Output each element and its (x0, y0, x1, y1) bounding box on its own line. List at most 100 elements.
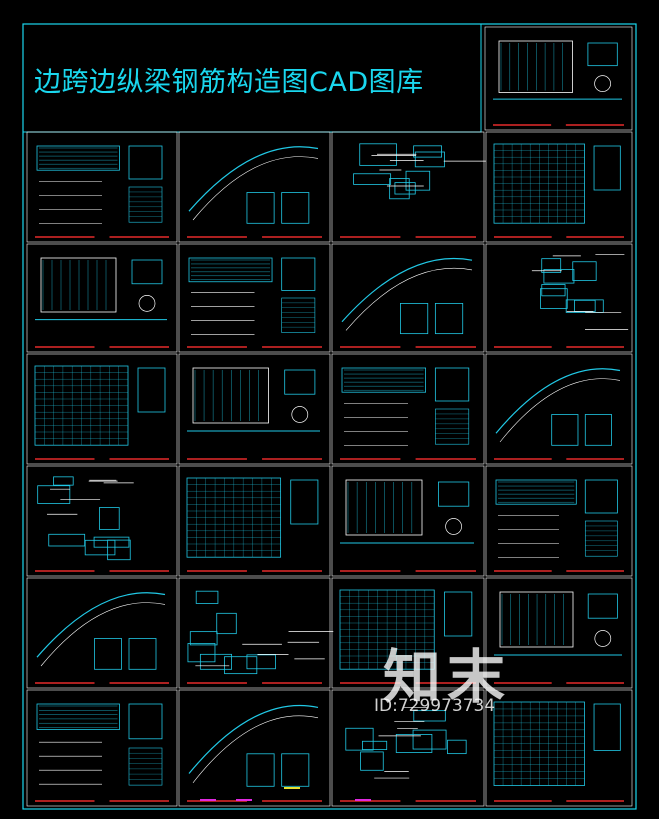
elevation-15 (495, 479, 577, 505)
detail-box2-11 (584, 414, 612, 446)
watermark-logo: 知末 (383, 643, 512, 711)
circle-detail-9 (291, 406, 309, 423)
detail-2-0 (394, 182, 416, 195)
detail-17-3 (195, 590, 219, 604)
sheet-frame-11 (485, 353, 633, 465)
pier-4 (40, 257, 117, 313)
circle-detail-4 (138, 295, 156, 312)
side-detail-9 (284, 369, 316, 395)
sheet-frame-5 (178, 243, 331, 353)
sheet-frame-4 (26, 243, 178, 353)
detail-2-3 (413, 145, 443, 158)
detail-17-6 (199, 653, 232, 670)
side-table-23 (593, 703, 621, 751)
sheet-frame-23 (485, 689, 633, 807)
detail-22-3 (413, 710, 446, 722)
detail-box-1 (246, 192, 275, 224)
sheet-frame-14 (331, 465, 485, 577)
detail-17-5 (246, 654, 276, 670)
pier-9 (192, 367, 269, 424)
detail-box2-6 (434, 302, 464, 335)
curved-beam2-1 (192, 156, 319, 221)
curved-beam2-6 (345, 267, 473, 331)
detail-22-6 (360, 751, 384, 771)
curved-beam-11 (495, 368, 621, 434)
sheet-frame-15 (485, 465, 633, 577)
section-0 (128, 145, 163, 180)
circle-detail-14 (445, 518, 462, 535)
detail-12-2 (48, 533, 86, 547)
curved-beam2-16 (40, 602, 166, 667)
detail-17-0 (187, 643, 216, 663)
sheet-title: 边跨边纵梁钢筋构造图CAD图库 (34, 67, 424, 98)
sheet-frame-3 (485, 131, 633, 243)
sheet-frame-13 (178, 465, 331, 577)
sheet-frame-16 (26, 577, 178, 689)
curved-beam2-21 (192, 715, 319, 783)
pier-24 (498, 40, 573, 93)
pier-19 (499, 591, 574, 648)
detail-7-1 (574, 299, 596, 312)
detail-7-6 (572, 261, 597, 281)
detail-7-3 (565, 299, 604, 313)
sheet-frame-17 (178, 577, 331, 689)
elevation-5 (188, 257, 273, 283)
detail-22-4 (362, 740, 388, 750)
sheet-frame-0 (26, 131, 178, 243)
curved-beam-6 (341, 257, 473, 323)
sheet-frame-18 (331, 577, 485, 689)
watermark-id: ID:729973734 (374, 696, 496, 716)
table-15 (584, 520, 618, 557)
sheet-frame-22 (331, 689, 485, 807)
side-table-18 (444, 591, 473, 637)
section-10 (434, 367, 470, 402)
section-5 (281, 257, 316, 291)
detail-box-6 (399, 302, 429, 335)
section-15 (584, 479, 618, 514)
curved-beam2-11 (499, 378, 621, 443)
detail-17-4 (189, 631, 218, 646)
sheet-frame-12 (26, 465, 178, 577)
detail-22-1 (395, 734, 433, 753)
table-0 (128, 186, 163, 223)
detail-7-2 (541, 258, 562, 273)
elevation-20 (36, 703, 120, 730)
detail-2-6 (353, 173, 392, 185)
detail-2-4 (414, 151, 445, 168)
curved-beam-16 (36, 592, 166, 658)
table-5 (281, 297, 316, 333)
outer-frame (22, 23, 637, 810)
detail-7-0 (543, 269, 575, 284)
detail-2-2 (405, 170, 431, 191)
circle-detail-19 (594, 630, 612, 647)
detail-22-0 (412, 729, 447, 750)
sheet-frame-19 (485, 577, 633, 689)
side-detail-24 (587, 42, 618, 67)
detail-box2-1 (281, 192, 310, 224)
detail-box-11 (551, 414, 579, 446)
sheet-frame-24 (484, 26, 633, 131)
detail-12-3 (37, 485, 71, 504)
sheet-frame-2 (331, 131, 485, 243)
detail-22-2 (345, 727, 374, 751)
detail-12-0 (99, 507, 120, 530)
pier-14 (345, 479, 423, 536)
detail-12-6 (93, 536, 130, 548)
detail-box2-16 (128, 638, 157, 670)
table-20 (128, 747, 163, 786)
detail-2-1 (389, 178, 410, 200)
sheet-frame-7 (485, 243, 633, 353)
side-table-8 (137, 367, 166, 413)
section-20 (128, 703, 163, 740)
curved-beam-1 (188, 146, 319, 212)
detail-7-5 (541, 284, 566, 297)
curved-beam-21 (188, 704, 319, 774)
side-table-3 (593, 145, 621, 191)
detail-box-21 (246, 753, 275, 787)
sheet-frame-1 (178, 131, 331, 243)
detail-12-1 (84, 539, 116, 556)
table-10 (435, 408, 470, 445)
sheet-frame-9 (178, 353, 331, 465)
side-detail-4 (131, 259, 163, 285)
